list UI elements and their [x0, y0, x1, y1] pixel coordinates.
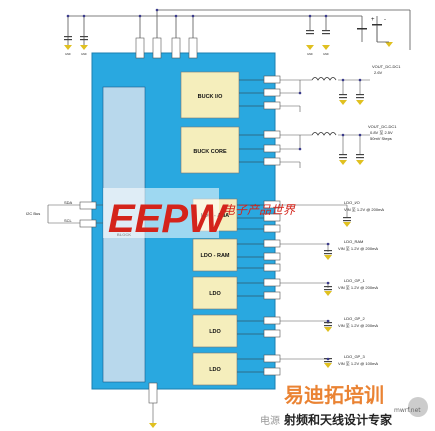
internal-wires	[237, 79, 264, 373]
out4-name: LDO_RAM	[344, 239, 363, 244]
output-labels: VOUT_DC-DC1 2.6V VOUT_DC-DC1 0.8V 至 2.5V…	[338, 64, 401, 366]
block-buck-core	[180, 126, 240, 174]
i2c-interface: SDA SCL I2C Bus	[26, 200, 103, 228]
eepw-watermark: EEPW 电子产品世界	[103, 188, 296, 241]
block-buck-core-label: BUCK CORE	[193, 149, 227, 155]
supply-rails	[67, 9, 411, 50]
svg-text:GND: GND	[323, 53, 329, 56]
ground-symbols	[64, 42, 393, 428]
svg-text:GND: GND	[307, 53, 313, 56]
out3-spec: VIN 至 1.2V @ 200mA	[344, 207, 384, 212]
brand-site: mwrf.net	[394, 407, 421, 414]
block-buck-io	[180, 71, 240, 119]
out6-spec: VIN 至 1.2V @ 200mA	[338, 323, 378, 328]
junction-dots	[66, 8, 362, 361]
block-ldo-ram	[192, 238, 238, 272]
inductors	[311, 77, 337, 136]
out7-spec: VIN 至 1.2V @ 100mA	[338, 361, 378, 366]
out2-name: VOUT_DC-DC1	[368, 124, 397, 129]
right-pins	[263, 75, 281, 376]
eepw-logo: EEPW	[108, 197, 229, 241]
block-ldo-2	[192, 314, 238, 348]
scl-label: SCL	[64, 218, 73, 223]
out4-spec: VIN 至 1.2V @ 200mA	[338, 246, 378, 251]
block-ldo-3	[192, 352, 238, 386]
battery-plus: +	[371, 17, 375, 23]
out1-name: VOUT_DC-DC1	[372, 64, 401, 69]
top-capacitors	[64, 30, 330, 41]
bottom-pin	[148, 382, 158, 423]
block-ldo-3-label: LDO	[209, 367, 221, 373]
eepw-tagline: 电子产品世界	[223, 203, 296, 217]
ground-labels: GND GND GND GND	[65, 53, 329, 56]
block-buck-io-label: BUCK I/O	[198, 94, 223, 100]
out5-name: LDO_GP_1	[344, 278, 365, 283]
brand-watermark: 易迪拓培训 电源 射频和天线设计专家 mwrf.net	[260, 383, 428, 427]
i2c-bus-label: I2C Bus	[26, 211, 40, 216]
brand-name: 易迪拓培训	[284, 383, 384, 407]
function-blocks: BUCK I/O BUCK CORE LDO - ANA LDO - RAM L…	[180, 71, 240, 386]
out7-name: LDO_GP_3	[344, 354, 365, 359]
out6-name: LDO_GP_2	[344, 316, 365, 321]
brand-seal-icon	[408, 397, 428, 417]
block-ldo-2-label: LDO	[209, 329, 221, 335]
block-ldo-1	[192, 276, 238, 310]
brand-sub: 射频和天线设计专家	[283, 412, 393, 427]
out3-name: LDO_I/O	[344, 200, 360, 205]
svg-text:GND: GND	[65, 53, 71, 56]
output-capacitors	[324, 94, 364, 363]
top-pins	[135, 37, 198, 59]
sda-label: SDA	[64, 200, 73, 205]
out2-spec2: 50mV Steps	[370, 136, 392, 141]
block-ldo-1-label: LDO	[209, 291, 221, 297]
battery-minus: -	[384, 17, 386, 23]
battery: + -	[357, 17, 389, 43]
out1-spec: 2.6V	[374, 70, 383, 75]
svg-text:GND: GND	[81, 53, 87, 56]
block-ldo-ram-label: LDO - RAM	[200, 253, 229, 259]
out2-spec: 0.8V 至 2.5V	[370, 130, 393, 135]
out5-spec: VIN 至 1.2V @ 200mA	[338, 285, 378, 290]
brand-prefix: 电源	[260, 414, 280, 427]
